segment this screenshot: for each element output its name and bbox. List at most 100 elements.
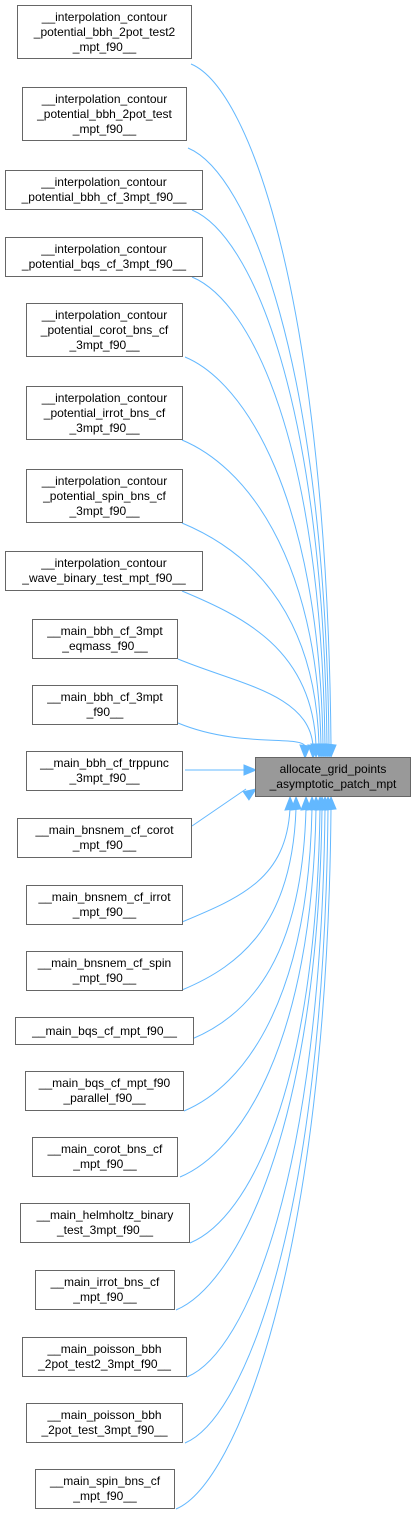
call-edge xyxy=(186,808,326,1378)
call-edge xyxy=(187,147,330,746)
call-edge xyxy=(191,808,307,1040)
node-label-line: allocate_grid_points xyxy=(279,762,387,776)
caller-node[interactable]: __main_bqs_cf_mpt_f90_parallel_f90__ xyxy=(25,1071,184,1111)
node-label-line: _2pot_test_3mpt_f90__ xyxy=(41,1423,168,1437)
arrowhead xyxy=(242,788,258,801)
node-label-line: __main_bqs_cf_mpt_f90 xyxy=(38,1076,171,1090)
node-label-line: _mpt_f90__ xyxy=(72,121,137,136)
node-label-line: _3mpt_f90__ xyxy=(69,337,140,352)
node-label-line: _f90__ xyxy=(86,705,124,719)
caller-node[interactable]: __main_bbh_cf_trppunc_3mpt_f90__ xyxy=(26,751,183,791)
node-label-line: _eqmass_f90__ xyxy=(62,639,148,653)
arrowhead xyxy=(325,795,337,811)
call-edge xyxy=(190,63,332,746)
caller-node[interactable]: __interpolation_contour_potential_bbh_cf… xyxy=(5,170,203,210)
node-label-line: __main_helmholtz_binary xyxy=(36,1208,174,1222)
call-edge xyxy=(183,808,313,1112)
node-label-line: _mpt_f90__ xyxy=(73,1489,137,1503)
node-label-line: __main_bbh_cf_trppunc xyxy=(40,756,169,770)
node-label-line: _mpt_f90__ xyxy=(72,971,137,985)
call-edge xyxy=(177,658,314,747)
caller-node[interactable]: __main_irrot_bns_cf_mpt_f90__ xyxy=(35,1270,175,1310)
call-edge xyxy=(181,808,291,923)
node-label-line: __main_corot_bns_cf xyxy=(47,1142,163,1156)
arrowhead xyxy=(299,744,311,760)
caller-node[interactable]: __main_helmholtz_binary_test_3mpt_f90__ xyxy=(20,1203,190,1243)
call-edge xyxy=(181,590,317,746)
node-label-line: __interpolation_contour xyxy=(41,242,167,256)
node-label-line: __main_bnsnem_cf_irrot xyxy=(38,890,171,904)
node-label-line: _test_3mpt_f90__ xyxy=(56,1223,154,1237)
arrowhead xyxy=(307,744,319,760)
node-label-line: _2pot_test2_3mpt_f90__ xyxy=(38,1357,171,1371)
node-label-line: _mpt_f90__ xyxy=(73,1290,137,1304)
node-label-line: _mpt_f90__ xyxy=(72,838,137,852)
caller-node[interactable]: __interpolation_contour_potential_bqs_cf… xyxy=(5,237,203,277)
arrowhead xyxy=(243,764,258,776)
caller-node[interactable]: __main_poisson_bbh_2pot_test_3mpt_f90__ xyxy=(26,1403,183,1443)
node-label-line: __main_poisson_bbh xyxy=(47,1408,162,1422)
node-label-line: __interpolation_contour xyxy=(41,175,167,189)
node-label-line: _potential_bbh_2pot_test xyxy=(37,106,172,121)
call-edge xyxy=(191,276,326,746)
node-label-line: _3mpt_f90__ xyxy=(69,420,140,435)
node-label-line: __interpolation_contour xyxy=(41,390,168,405)
node-label-line: __main_bnsnem_cf_spin xyxy=(37,956,172,970)
caller-node[interactable]: __main_bnsnem_cf_corot_mpt_f90__ xyxy=(17,818,192,858)
call-edge xyxy=(191,209,328,746)
node-label-line: _potential_spin_bns_cf xyxy=(43,488,166,503)
node-label-line: __main_bbh_cf_3mpt xyxy=(47,624,163,638)
node-label-line: _potential_bbh_cf_3mpt_f90__ xyxy=(21,190,187,204)
node-label-line: _potential_bbh_2pot_test2 xyxy=(33,24,176,39)
node-label-line: __main_spin_bns_cf xyxy=(49,1474,161,1488)
node-label-line: __interpolation_contour xyxy=(41,91,168,106)
node-label-line: __interpolation_contour xyxy=(41,556,167,570)
node-label-line: __interpolation_contour xyxy=(41,307,168,322)
node-allocate-grid-points-asymptotic-patch-mpt[interactable]: allocate_grid_points _asymptotic_patch_m… xyxy=(255,757,411,797)
node-label-line: _asymptotic_patch_mpt xyxy=(269,777,397,791)
call-edge xyxy=(184,356,324,746)
node-label-line: __interpolation_contour xyxy=(41,473,168,488)
caller-node[interactable]: __interpolation_contour_potential_bbh_2p… xyxy=(17,5,192,59)
node-label-line: __main_irrot_bns_cf xyxy=(50,1275,160,1289)
node-label-line: _mpt_f90__ xyxy=(72,39,137,54)
node-label-line: _wave_binary_test_mpt_f90__ xyxy=(22,571,186,585)
caller-node[interactable]: __main_poisson_bbh_2pot_test2_3mpt_f90__ xyxy=(22,1337,187,1377)
arrowhead xyxy=(290,795,302,811)
node-label-line: _potential_irrot_bns_cf xyxy=(43,405,166,420)
caller-node[interactable]: __main_bbh_cf_3mpt_f90__ xyxy=(32,685,178,725)
caller-node[interactable]: __interpolation_contour_wave_binary_test… xyxy=(5,551,203,591)
node-label-line: _potential_bqs_cf_3mpt_f90__ xyxy=(21,257,187,271)
caller-node[interactable]: __main_bnsnem_cf_irrot_mpt_f90__ xyxy=(26,885,183,925)
call-edge xyxy=(175,808,323,1311)
caller-node[interactable]: __interpolation_contour_potential_bbh_2p… xyxy=(22,87,187,141)
call-edge xyxy=(189,808,321,1244)
node-label-line: __interpolation_contour xyxy=(41,9,168,24)
caller-node[interactable]: __main_bnsnem_cf_spin_mpt_f90__ xyxy=(26,951,183,991)
caller-node[interactable]: __interpolation_contour_potential_irrot_… xyxy=(26,386,183,440)
node-label-line: _3mpt_f90__ xyxy=(69,771,140,785)
call-edge xyxy=(175,808,332,1510)
call-edge xyxy=(191,788,247,827)
node-label-line: __main_bqs_cf_mpt_f90__ xyxy=(32,1023,177,1038)
caller-node[interactable]: __main_spin_bns_cf_mpt_f90__ xyxy=(35,1469,175,1509)
call-edge xyxy=(181,439,322,746)
caller-node[interactable]: __interpolation_contour_potential_spin_b… xyxy=(26,469,183,523)
node-label-line: _3mpt_f90__ xyxy=(69,503,140,518)
caller-node[interactable]: __main_bqs_cf_mpt_f90__ xyxy=(15,1017,194,1045)
caller-node[interactable]: __main_corot_bns_cf_mpt_f90__ xyxy=(32,1137,178,1177)
node-label-line: __main_poisson_bbh xyxy=(47,1342,162,1356)
call-edge xyxy=(179,808,317,1178)
node-label-line: _mpt_f90__ xyxy=(73,1157,137,1171)
call-edge xyxy=(177,722,306,747)
call-edge xyxy=(184,808,329,1444)
node-label-line: __main_bbh_cf_3mpt xyxy=(47,690,163,704)
call-edge xyxy=(181,808,297,991)
call-edge xyxy=(181,522,320,746)
caller-node[interactable]: __interpolation_contour_potential_corot_… xyxy=(26,303,183,357)
node-label-line: __main_bnsnem_cf_corot xyxy=(35,823,174,837)
node-label-line: _potential_corot_bns_cf xyxy=(40,322,169,337)
node-label-line: _parallel_f90__ xyxy=(63,1091,146,1105)
caller-node[interactable]: __main_bbh_cf_3mpt_eqmass_f90__ xyxy=(32,619,178,659)
